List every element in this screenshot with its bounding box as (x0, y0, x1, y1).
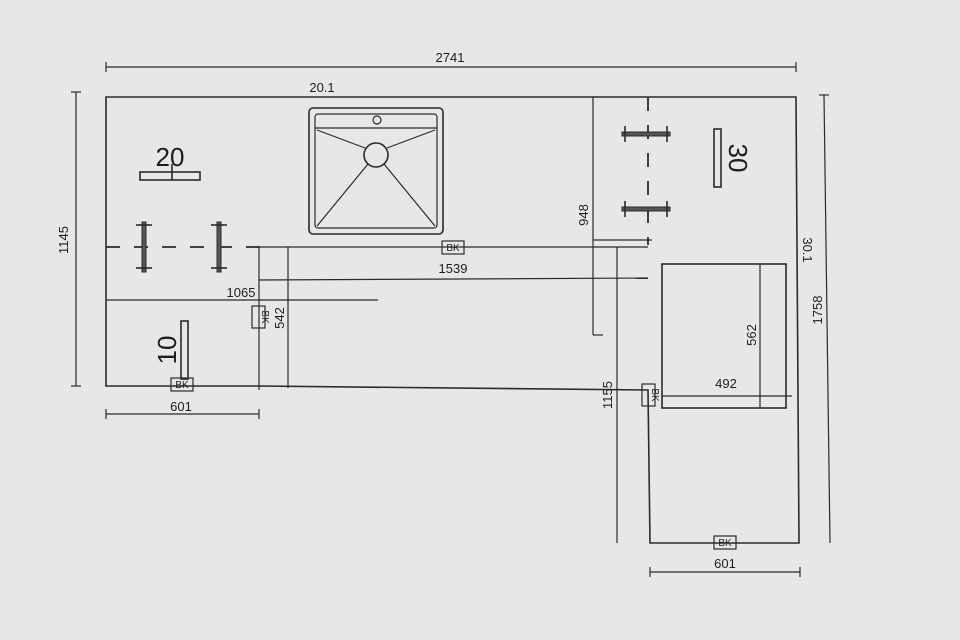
bk-label-right-front: BK (718, 538, 732, 549)
dim-right-label: 30.1 (800, 237, 815, 262)
edge-symbol-10 (180, 320, 189, 380)
dim-left-depth: 1145 (56, 226, 71, 254)
bk-label-left-front: BK (175, 380, 189, 391)
dim-left-span: 1065 (227, 285, 256, 300)
dim-right-width: 601 (714, 556, 736, 571)
dim-back-span: 1539 (439, 261, 468, 276)
section-label-20: 20 (156, 142, 185, 172)
dim-sink-label: 20.1 (309, 80, 334, 95)
dim-left-width: 601 (170, 399, 192, 414)
dim-right-inner-depth: 1155 (600, 381, 615, 409)
section-label-10: 10 (152, 336, 182, 365)
hob-cutout (661, 263, 792, 409)
bolt-hardware-right (621, 126, 671, 217)
bk-label-left-side: BK (259, 310, 270, 324)
bk-label-right-side: BK (649, 388, 660, 402)
dim-hob-depth: 562 (744, 324, 759, 346)
edge-symbol-30 (713, 128, 722, 188)
worktop-outline (105, 96, 800, 544)
bk-box-back (441, 240, 465, 255)
dim-left-inner-depth: 542 (272, 307, 287, 329)
bk-box-left-front (170, 377, 194, 392)
bk-box-right-side (641, 383, 656, 407)
section-label-30: 30 (723, 144, 753, 173)
dim-total-length: 2741 (436, 50, 465, 65)
bolt-hardware-left (136, 221, 227, 273)
sink-cutout (308, 107, 444, 235)
bk-box-right-front (713, 535, 737, 550)
dim-inner-depth: 948 (576, 204, 591, 226)
dim-hob-width: 492 (715, 376, 737, 391)
bk-label-back: BK (446, 243, 460, 254)
dim-right-depth: 1758 (810, 296, 825, 325)
edge-symbol-20 (139, 164, 201, 181)
dimension-lines (71, 62, 831, 577)
bk-box-left-side (251, 305, 266, 329)
